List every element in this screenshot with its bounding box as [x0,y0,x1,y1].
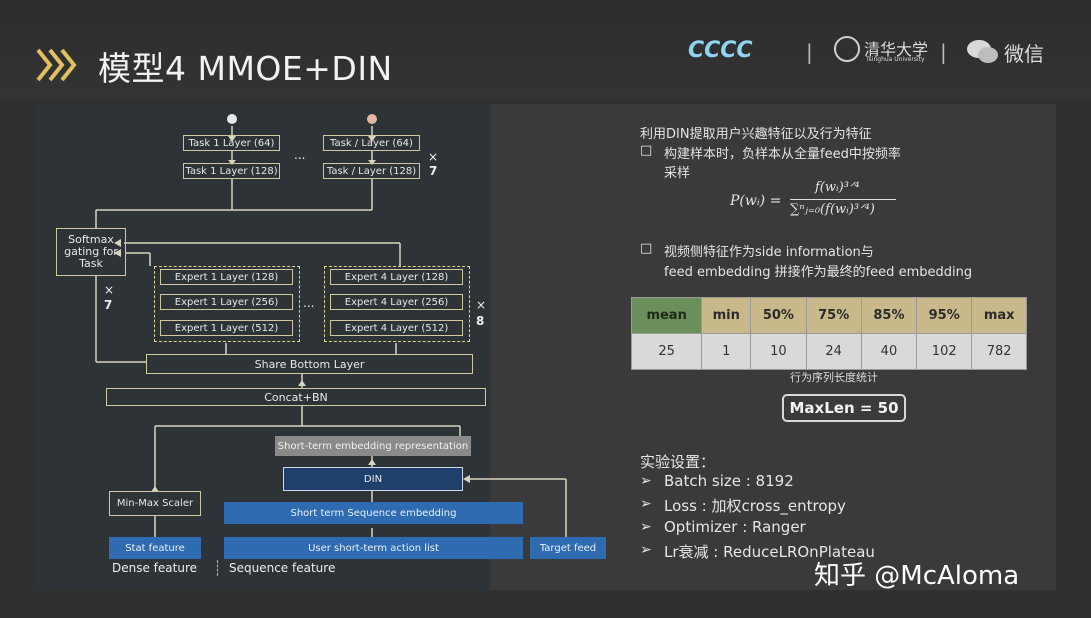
softmax-gating: Softmax gating for Task [56,228,126,276]
minmax-scaler: Min-Max Scaler [109,491,201,516]
gating-times: × [104,283,114,297]
target-feed: Target feed [530,537,606,559]
table-header: mean [632,298,702,334]
sampling-line2: 采样 [664,162,690,181]
task7-layer-128: Task / Layer (128) [323,163,420,179]
stat-feature: Stat feature [109,537,201,559]
short-term-sequence-embedding: Short term Sequence embedding [224,502,523,524]
setting-loss: Loss : 加权cross_entropy [664,495,846,516]
din-heading: 利用DIN提取用户兴趣特征以及行为特征 [640,123,872,142]
sampling-line1: 构建样本时，负样本从全量feed中按频率 [664,143,901,162]
setting-optimizer: Optimizer : Ranger [664,518,806,536]
sequence-length-table: mean min 50% 75% 85% 95% max 25 1 10 24 … [631,297,1027,370]
formula-numerator: f(wᵢ)³ᐟ⁴ [815,180,860,195]
table-header: 75% [806,298,861,334]
task1-layer-128: Task 1 Layer (128) [183,163,280,179]
table-header: 85% [861,298,916,334]
table-cell: 24 [806,334,861,370]
maxlen-badge: MaxLen = 50 [782,394,906,422]
expert-ellipsis: ... [303,296,314,310]
task-count: 7 [429,164,437,178]
gating-count: 7 [104,298,112,312]
expert1-layer-256: Expert 1 Layer (256) [160,294,293,310]
table-header: 50% [751,298,806,334]
short-term-representation: Short-term embedding representation [275,436,471,456]
expert4-layer-256: Expert 4 Layer (256) [330,294,463,310]
table-cell: 25 [632,334,702,370]
watermark: 知乎 @McAloma [814,555,1019,592]
table-header: min [702,298,751,334]
table-caption: 行为序列长度统计 [790,369,878,385]
sequence-feature-label: Sequence feature [229,561,335,575]
settings-title: 实验设置： [640,451,715,472]
task-times: × [428,150,438,164]
arrow-icon: ➢ [640,496,652,512]
expert4-layer-512: Expert 4 Layer (512) [330,320,463,336]
task7-layer-64: Task / Layer (64) [323,135,420,151]
expert-count: 8 [476,314,484,328]
table-header: max [972,298,1027,334]
expert4-layer-128: Expert 4 Layer (128) [330,269,463,285]
arrow-icon: ➢ [640,519,652,535]
table-cell: 782 [972,334,1027,370]
formula-bar [790,199,896,200]
side-info-line2: feed embedding 拼接作为最终的feed embedding [664,261,972,280]
table-header: 95% [917,298,972,334]
expert1-layer-512: Expert 1 Layer (512) [160,320,293,336]
arrow-icon: ➢ [640,473,652,489]
din-block: DIN [283,467,463,491]
setting-batch-size: Batch size : 8192 [664,472,794,490]
side-info-line1: 视频侧特征作为side information与 [664,241,874,260]
expert1-layer-128: Expert 1 Layer (128) [160,269,293,285]
expert-times: × [476,298,486,312]
table-cell: 40 [861,334,916,370]
share-bottom-layer: Share Bottom Layer [146,354,473,374]
table-cell: 102 [917,334,972,370]
bullet-box: □ [640,241,652,256]
formula-denominator: ∑ⁿⱼ₌₀(f(wᵢ)³ᐟ⁴) [790,202,875,217]
table-cell: 1 [702,334,751,370]
task1-layer-64: Task 1 Layer (64) [183,135,280,151]
formula-lhs: P(wᵢ) = [730,193,781,209]
dense-feature-label: Dense feature [112,561,197,575]
user-action-list: User short-term action list [224,537,523,559]
table-cell: 10 [751,334,806,370]
bullet-box: □ [640,143,652,158]
concat-bn: Concat+BN [106,388,486,406]
arrow-icon: ➢ [640,542,652,558]
feature-divider [217,560,218,576]
task-ellipsis: ... [294,148,305,162]
